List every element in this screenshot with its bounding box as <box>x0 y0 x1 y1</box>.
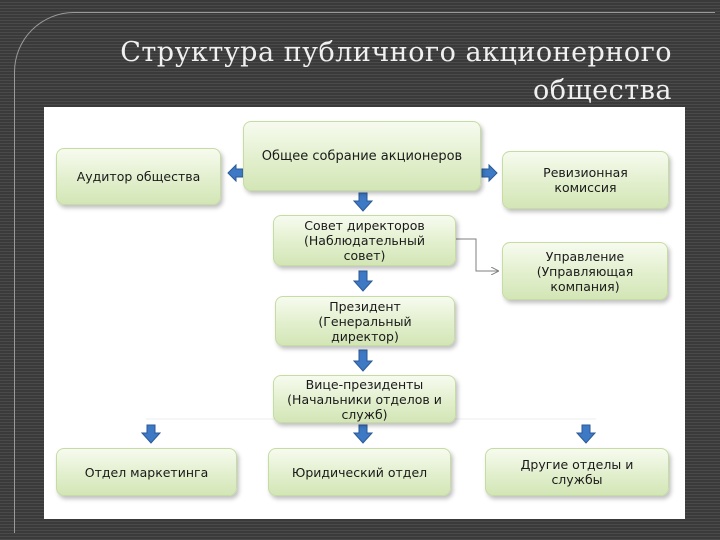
node-other-label: Другие отделы и службы <box>520 457 634 487</box>
node-marketing: Отдел маркетинга <box>56 448 237 496</box>
node-president: Президент (Генеральный директор) <box>275 296 455 346</box>
node-management-label: Управление (Управляющая компания) <box>536 248 634 294</box>
node-president-label: Президент (Генеральный директор) <box>318 298 412 344</box>
arrow-to-audit-commission <box>481 163 498 183</box>
node-general-meeting: Общее собрание акционеров <box>243 121 481 191</box>
node-vice-presidents: Вице-президенты (Начальники отделов и сл… <box>273 375 456 423</box>
node-auditor: Аудитор общества <box>56 148 221 205</box>
node-audit-commission-label: Ревизионная комиссия <box>543 165 628 195</box>
node-other: Другие отделы и службы <box>485 448 669 496</box>
node-board-label: Совет директоров (Наблюдательный совет) <box>304 218 425 263</box>
arrow-to-board <box>352 192 374 212</box>
arrow-to-vice-presidents <box>352 349 374 372</box>
diagram-canvas: Общее собрание акционеров Аудитор общест… <box>44 107 685 519</box>
slide-frame <box>14 12 715 533</box>
diagram-connectors <box>140 163 597 444</box>
arrow-to-president <box>352 270 374 292</box>
node-auditor-label: Аудитор общества <box>76 169 201 184</box>
node-marketing-label: Отдел маркетинга <box>84 464 209 480</box>
node-board: Совет директоров (Наблюдательный совет) <box>273 215 456 266</box>
slide-title: Структура публичного акционерного общест… <box>120 37 672 106</box>
node-audit-commission: Ревизионная комиссия <box>502 151 669 209</box>
node-management: Управление (Управляющая компания) <box>502 242 668 300</box>
node-legal-label: Юридический отдел <box>291 464 428 480</box>
arrow-to-other <box>575 424 597 444</box>
node-legal: Юридический отдел <box>268 448 451 496</box>
node-vice-presidents-label: Вице-президенты (Начальники отделов и сл… <box>287 376 442 422</box>
node-general-meeting-label: Общее собрание акционеров <box>261 148 463 164</box>
connector-board-management <box>456 238 498 271</box>
arrow-to-marketing <box>140 424 162 444</box>
arrow-to-legal <box>352 424 374 444</box>
arrow-to-auditor <box>227 163 244 183</box>
